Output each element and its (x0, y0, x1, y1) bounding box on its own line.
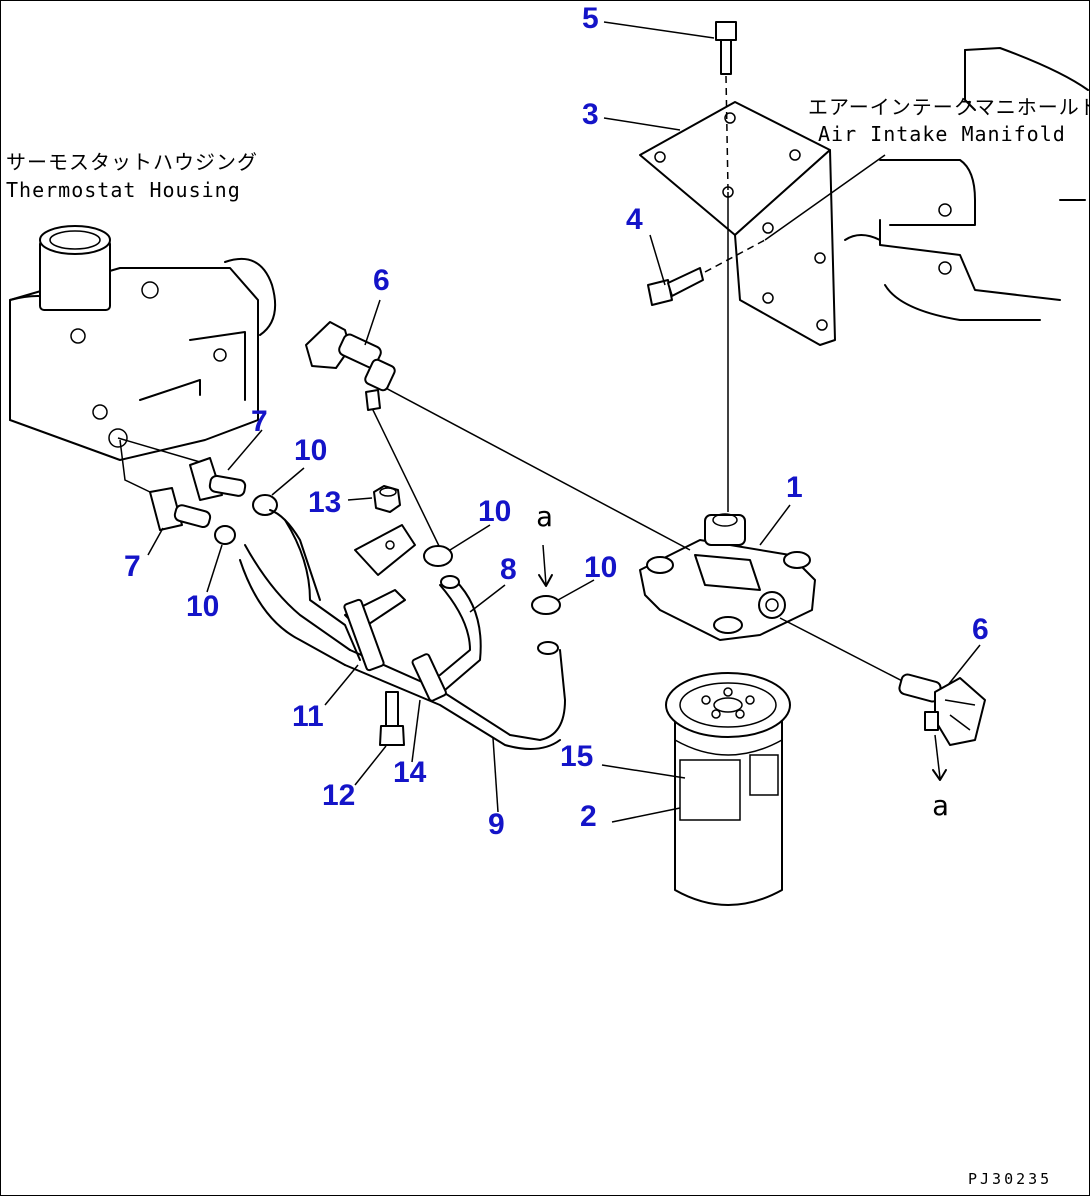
callout-1: 1 (786, 471, 803, 504)
clamp-10-d (214, 525, 236, 545)
callout-2: 2 (580, 800, 597, 833)
manifold-label-jp: エアーインテークマニホールド (808, 95, 1090, 119)
callout-7-upper: 7 (251, 405, 268, 438)
ref-mark-a-top: a (536, 500, 553, 533)
bolt-12 (379, 691, 405, 746)
callout-10-a: 10 (294, 434, 328, 467)
callout-4: 4 (626, 203, 643, 236)
callout-12: 12 (322, 779, 356, 812)
ref-mark-a-bottom: a (932, 789, 949, 822)
leader-lines (147, 21, 981, 823)
connector-6-upper (305, 321, 396, 411)
thermostat-housing (9, 225, 276, 461)
bolt-4 (647, 267, 704, 306)
filter-cartridge (665, 672, 791, 906)
air-intake-manifold (844, 47, 1089, 321)
connector-6-lower (898, 673, 986, 746)
callout-13: 13 (308, 486, 342, 519)
bolt-5 (715, 21, 737, 75)
bracket (639, 101, 836, 346)
fitting-7-lower (119, 439, 212, 531)
callout-15: 15 (560, 740, 594, 773)
callout-8: 8 (500, 553, 517, 586)
hose-assembly (239, 509, 566, 750)
callout-6-upper: 6 (373, 264, 390, 297)
clamp-10-c (531, 595, 561, 615)
callout-11: 11 (292, 700, 324, 733)
manifold-label-en: Air Intake Manifold (818, 122, 1066, 146)
callout-14: 14 (393, 756, 427, 789)
callout-7-lower: 7 (124, 550, 141, 583)
filter-head (639, 513, 816, 641)
callout-10-d: 10 (186, 590, 220, 623)
clamp-10-b (423, 545, 453, 567)
callout-9: 9 (488, 808, 505, 841)
fitting-7-upper (117, 437, 247, 501)
spacer-plate (354, 524, 416, 576)
callout-10-b: 10 (478, 495, 512, 528)
thermostat-label-jp: サーモスタットハウジング (6, 150, 258, 174)
callout-10-c: 10 (584, 551, 618, 584)
nut-13 (373, 485, 401, 513)
callout-6-lower: 6 (972, 613, 989, 646)
thermostat-label-en: Thermostat Housing (6, 178, 241, 202)
callout-3: 3 (582, 98, 599, 131)
callout-5: 5 (582, 2, 599, 35)
drawing-code: PJ30235 (968, 1170, 1053, 1188)
